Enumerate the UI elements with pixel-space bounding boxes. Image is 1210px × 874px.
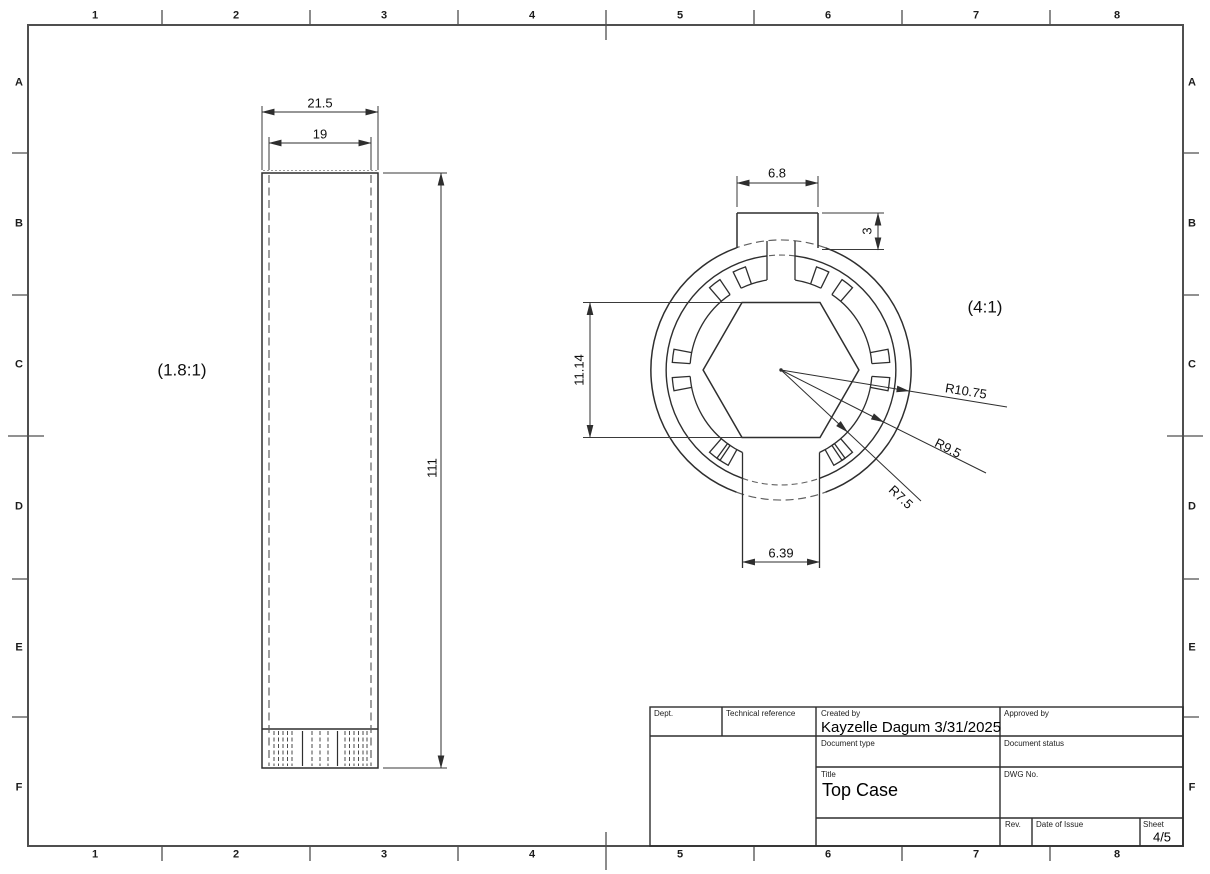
approved-by-label: Approved by (1004, 709, 1049, 718)
zone-row-label: D (15, 500, 23, 513)
zone-col-label: 8 (1113, 848, 1121, 861)
dim-hex-height: 11.14 (571, 354, 587, 386)
zone-col-label: 4 (528, 9, 536, 22)
zone-row-label: C (15, 358, 23, 371)
created-by-value: Kayzelle Dagum 3/31/2025 (821, 719, 1002, 736)
zone-col-label: 6 (824, 848, 832, 861)
zone-col-label: 3 (380, 9, 388, 22)
created-by-label: Created by (821, 709, 861, 718)
zone-col-label: 2 (232, 9, 240, 22)
rev-label: Rev. (1005, 820, 1021, 829)
sheet-frame (8, 10, 1203, 870)
title-value: Top Case (822, 780, 899, 800)
zone-col-label: 5 (676, 9, 684, 22)
zone-col-label: 5 (676, 848, 684, 861)
dim-height: 111 (424, 458, 440, 478)
side-view-linework (261, 106, 447, 769)
title-label: Title (821, 770, 836, 779)
document-status-label: Document status (1004, 739, 1065, 748)
zone-col-label: 1 (91, 848, 99, 861)
dim-inner-width: 19 (312, 126, 328, 142)
zone-col-label: 7 (972, 9, 980, 22)
section-view-scale-label: (4:1) (967, 297, 1003, 317)
dim-outer-width: 21.5 (307, 95, 333, 111)
sheet-label: Sheet (1143, 820, 1164, 829)
zone-col-label: 1 (91, 9, 99, 22)
dept-label: Dept. (654, 709, 674, 718)
zone-col-label: 4 (528, 848, 536, 861)
zone-row-label: B (1188, 217, 1196, 230)
date-of-issue-label: Date of Issue (1036, 820, 1084, 829)
title-block-grid (649, 706, 1184, 847)
zone-row-label: E (15, 641, 23, 654)
zone-row-label: F (15, 781, 23, 794)
document-type-label: Document type (821, 739, 875, 748)
zone-row-label: A (15, 76, 23, 89)
zone-row-label: D (1188, 500, 1196, 513)
zone-row-label: E (1188, 641, 1196, 654)
zone-row-label: A (1188, 76, 1196, 89)
dim-tab-width: 6.8 (767, 165, 787, 181)
side-view-scale-label: (1.8:1) (157, 360, 207, 380)
zone-col-label: 2 (232, 848, 240, 861)
sheet-value: 4/5 (1152, 829, 1172, 845)
zone-col-label: 8 (1113, 9, 1121, 22)
zone-row-label: B (15, 217, 23, 230)
zone-col-label: 6 (824, 9, 832, 22)
dim-tab-height: 3 (859, 227, 875, 235)
zone-col-label: 7 (972, 848, 980, 861)
section-view-linework (583, 176, 1008, 568)
zone-col-label: 3 (380, 848, 388, 861)
technical-reference-label: Technical reference (726, 709, 796, 718)
zone-row-label: F (1188, 781, 1196, 794)
zone-row-label: C (1188, 358, 1196, 371)
dim-slot-width: 6.39 (768, 545, 794, 561)
dwg-no-label: DWG No. (1004, 770, 1039, 779)
